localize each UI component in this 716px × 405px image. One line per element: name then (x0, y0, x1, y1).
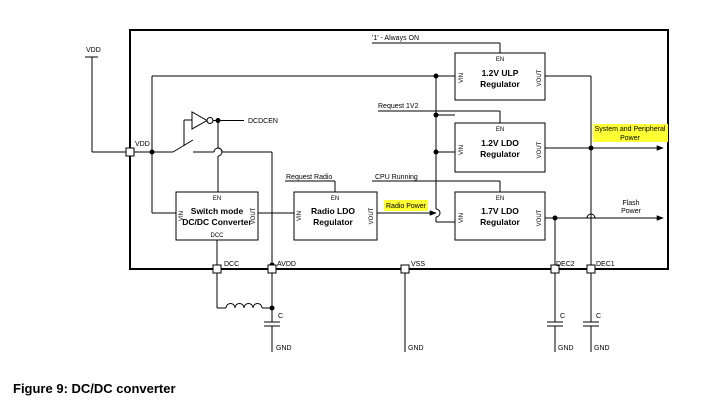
inverter-symbol (191, 111, 209, 130)
gnd-vss-label: GND (408, 345, 424, 352)
pin-avdd (267, 264, 277, 274)
radio-title-2: Regulator (313, 217, 353, 227)
dcdc-en: EN (213, 196, 221, 202)
cap-avdd-label: C (278, 313, 283, 320)
system-power-highlight (593, 124, 668, 142)
dcdc-vin: VIN (179, 211, 185, 221)
cap-dec1-label: C (596, 313, 601, 320)
radio-power-highlight (384, 200, 428, 211)
pin-dcc-label: DCC (224, 261, 239, 268)
radio-vout: VOUT (369, 207, 375, 224)
dcdc-title-1: Switch mode (191, 206, 244, 216)
pin-dcc (212, 264, 222, 274)
cpu-running-label: CPU Running (375, 174, 418, 181)
vdd-pin (125, 147, 135, 157)
ldo12-en: EN (496, 127, 504, 133)
ldo17-title-1: 1.7V LDO (481, 206, 519, 216)
ulp-vout: VOUT (537, 69, 543, 86)
pin-vss (400, 264, 410, 274)
gnd-dec1-label: GND (594, 345, 610, 352)
pin-avdd-label: AVDD (277, 261, 296, 268)
dcdc-converter-block (175, 191, 259, 241)
radio-vin: VIN (297, 211, 303, 221)
ulp-regulator-block (454, 52, 546, 101)
ldo12-title-2: Regulator (480, 149, 520, 159)
cap-dec2-label: C (560, 313, 565, 320)
radio-title-1: Radio LDO (311, 206, 355, 216)
gnd-avdd-label: GND (276, 345, 292, 352)
ldo12-vin: VIN (459, 145, 465, 155)
pin-vss-label: VSS (411, 261, 425, 268)
dcdc-switch (172, 139, 194, 153)
request-radio-label: Request Radio (286, 174, 332, 181)
system-power-label-2: Power (620, 135, 641, 142)
inductor-symbol (225, 303, 263, 309)
figure-caption: Figure 9: DC/DC converter (13, 381, 176, 396)
flash-power-label-2: Power (621, 208, 642, 215)
ldo17-title-2: Regulator (480, 217, 520, 227)
radio-en: EN (331, 196, 339, 202)
ulp-vin: VIN (459, 73, 465, 83)
vdd-pin-label: VDD (135, 141, 150, 148)
radio-ldo-block (293, 191, 378, 241)
ulp-en: EN (496, 57, 504, 63)
system-power-label-1: System and Peripheral (595, 126, 666, 133)
ulp-title-1: 1.2V ULP (482, 68, 519, 78)
always-on-label: '1' - Always ON (372, 35, 419, 42)
radio-power-label: Radio Power (386, 203, 427, 210)
vdd-ext-label: VDD (86, 47, 101, 54)
pin-dec1 (586, 264, 596, 274)
ulp-title-2: Regulator (480, 79, 520, 89)
ldo17-vin: VIN (459, 213, 465, 223)
flash-power-label-1: Flash (622, 200, 639, 207)
ldo-1v7-block (454, 191, 546, 241)
dcdc-dcc: DCC (211, 233, 225, 239)
gnd-dec2-label: GND (558, 345, 574, 352)
request-1v2-label: Request 1V2 (378, 103, 419, 110)
dcdc-title-2: DC/DC Converter (182, 217, 252, 227)
ldo12-title-1: 1.2V LDO (481, 138, 519, 148)
pin-dec2-label: DEC2 (556, 261, 575, 268)
dcdcen-label: DCDCEN (248, 118, 278, 125)
ldo17-en: EN (496, 196, 504, 202)
ldo12-vout: VOUT (537, 141, 543, 158)
pin-dec1-label: DEC1 (596, 261, 615, 268)
dcdc-vout: VOUT (251, 207, 257, 224)
ldo17-vout: VOUT (537, 209, 543, 226)
